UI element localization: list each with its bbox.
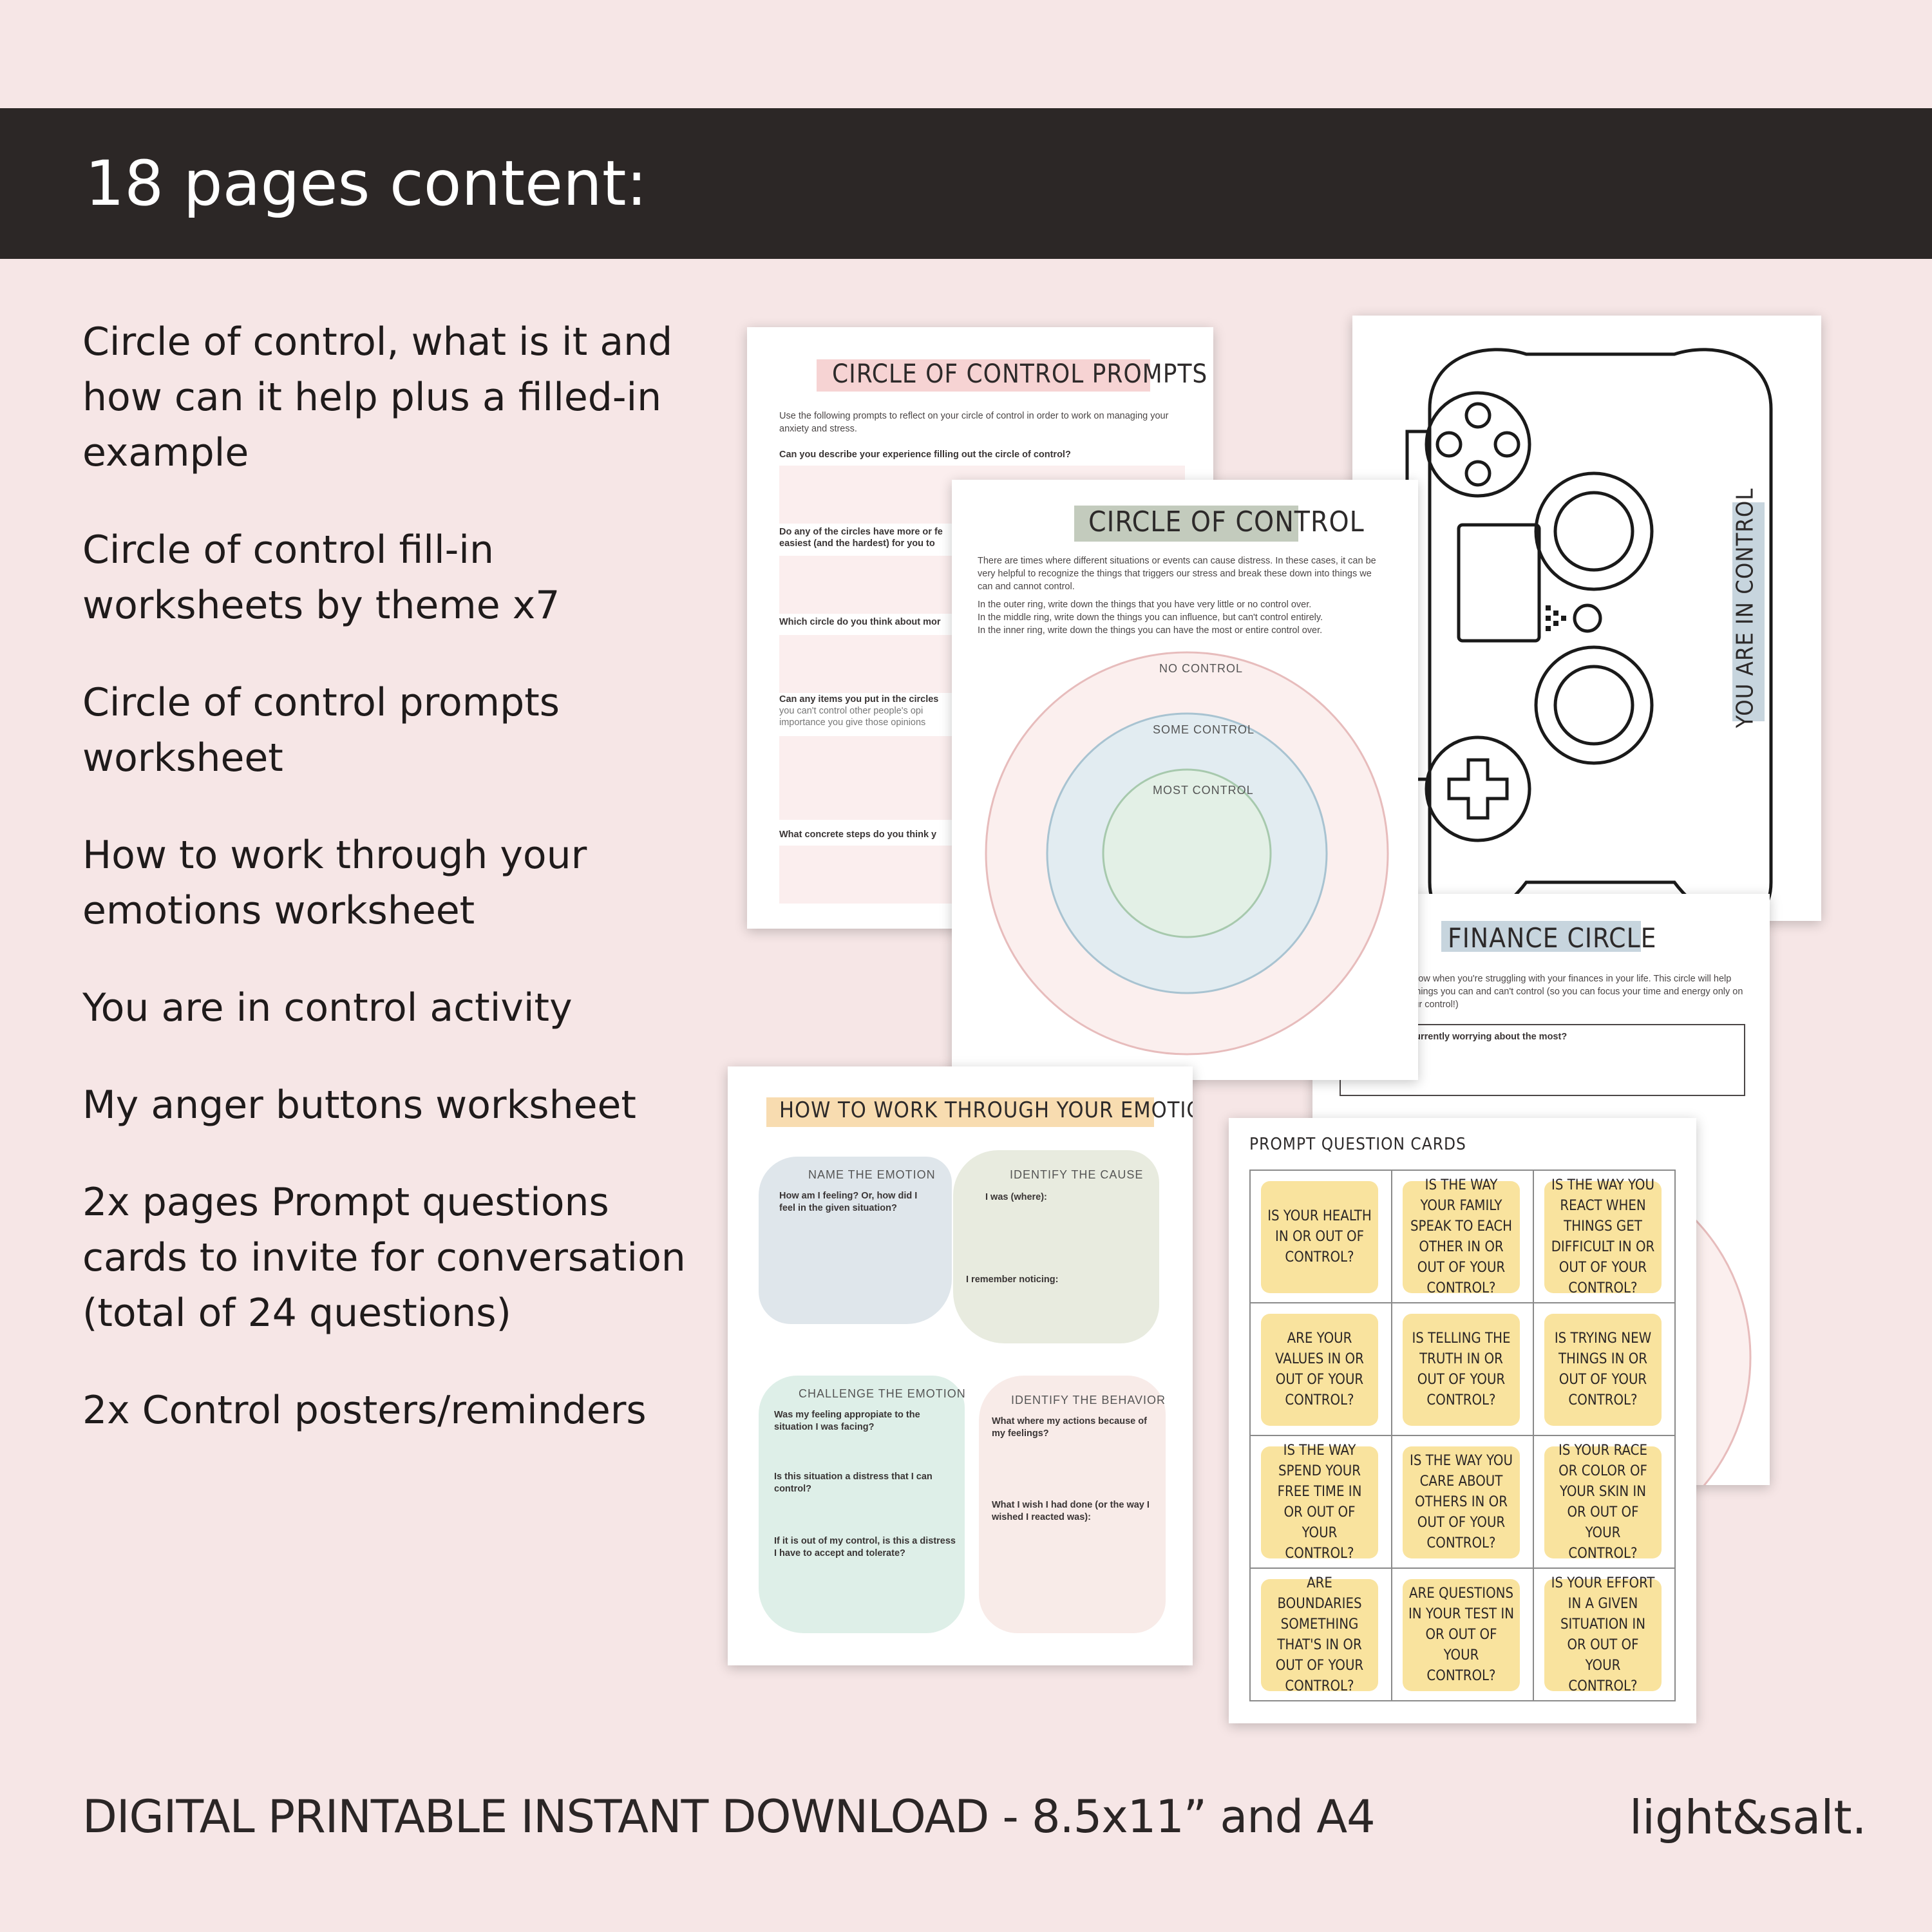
finance-title-highlight	[1441, 921, 1641, 952]
identify-behavior-title: IDENTIFY THE BEHAVIOR	[1011, 1394, 1166, 1406]
prompt-question: Do any of the circles have more or fe	[779, 527, 943, 537]
game-controller-icon	[1405, 348, 1773, 921]
grid-line	[1251, 1302, 1674, 1303]
grid-line	[1251, 1567, 1674, 1569]
identify-cause-question: I remember noticing:	[966, 1274, 1059, 1285]
prompt-card: IS YOUR HEALTH IN OR OUT OF CONTROL?	[1261, 1181, 1378, 1293]
prompt-card: ARE BOUNDARIES SOMETHING THAT'S IN OR OU…	[1261, 1575, 1378, 1694]
prompts-intro: Use the following prompts to reflect on …	[779, 411, 1169, 434]
prompt-card: IS YOUR RACE OR COLOR OF YOUR SKIN IN OR…	[1544, 1443, 1662, 1562]
behavior-question: What I wish I had done (or the way I wis…	[992, 1500, 1150, 1522]
prompt-question: Can any items you put in the circles	[779, 694, 939, 705]
contents-item: How to work through your emotions worksh…	[82, 833, 587, 933]
ring-label-inner: MOST CONTROL	[1153, 784, 1254, 797]
contents-item: You are in control activity	[82, 985, 573, 1030]
name-emotion-blob	[759, 1157, 952, 1324]
identify-cause-question: I was (where):	[985, 1192, 1047, 1202]
contents-item: Circle of control fill-in worksheets by …	[82, 527, 560, 628]
prompt-card: IS THE WAY YOU REACT WHEN THINGS GET DIF…	[1544, 1177, 1662, 1296]
inner-ring	[1102, 768, 1272, 938]
challenge-question: If it is out of my control, is this a di…	[774, 1536, 956, 1558]
prompt-card: IS TELLING THE TRUTH IN OR OUT OF YOUR C…	[1403, 1314, 1520, 1426]
name-emotion-question: How am I feeling? Or, how did I feel in …	[779, 1191, 918, 1213]
banner-title: 18 pages content:	[85, 147, 647, 220]
challenge-question: Is this situation a distress that I can …	[774, 1472, 933, 1494]
name-emotion-title: NAME THE EMOTION	[808, 1168, 936, 1181]
prompt-card: ARE YOUR VALUES IN OR OUT OF YOUR CONTRO…	[1261, 1314, 1378, 1426]
circle-of-control-page: CIRCLE OF CONTROL There are times where …	[952, 480, 1418, 1080]
identify-behavior-blob	[979, 1376, 1166, 1633]
footer-tagline: DIGITAL PRINTABLE INSTANT DOWNLOAD - 8.5…	[82, 1790, 1376, 1843]
circle-instruction: In the middle ring, write down the thing…	[978, 612, 1323, 623]
poster-page: YOU ARE IN CONTROL	[1352, 316, 1821, 921]
challenge-emotion-title: CHALLENGE THE EMOTION	[799, 1387, 966, 1400]
prompts-title-highlight	[817, 359, 1150, 392]
poster-title-highlight	[1732, 502, 1765, 721]
finance-title: FINANCE CIRCLE	[1448, 922, 1657, 954]
prompt-card: ARE QUESTIONS IN YOUR TEST IN OR OUT OF …	[1403, 1579, 1520, 1691]
challenge-emotion-blob	[759, 1376, 965, 1633]
circle-instruction: In the outer ring, write down the things…	[978, 600, 1312, 610]
ring-label-outer: NO CONTROL	[1159, 662, 1244, 675]
contents-item: Circle of control, what is it and how ca…	[82, 319, 673, 475]
emotions-title-highlight	[766, 1097, 1154, 1127]
prompt-card: IS THE WAY SPEND YOUR FREE TIME IN OR OU…	[1261, 1443, 1378, 1562]
circle-title: CIRCLE OF CONTROL	[1088, 506, 1365, 538]
header-banner: 18 pages content:	[0, 108, 1932, 259]
circle-intro: There are times where different situatio…	[978, 556, 1376, 592]
ring-label-middle: SOME CONTROL	[1153, 723, 1255, 736]
prompt-card: IS YOUR EFFORT IN A GIVEN SITUATION IN O…	[1544, 1575, 1662, 1694]
prompt-card: IS THE WAY YOUR FAMILY SPEAK TO EACH OTH…	[1403, 1177, 1520, 1296]
brand-logo: light&salt.	[1629, 1790, 1867, 1844]
prompt-question: Can you describe your experience filling…	[779, 450, 1071, 460]
circle-of-control-diagram	[985, 651, 1389, 1056]
grid-line	[1251, 1435, 1674, 1436]
identify-cause-blob	[953, 1150, 1159, 1343]
prompts-title: CIRCLE OF CONTROL PROMPTS	[832, 359, 1208, 389]
challenge-question: Was my feeling appropiate to the situati…	[774, 1410, 920, 1432]
circle-title-highlight	[1074, 506, 1298, 542]
circle-instruction: In the inner ring, write down the things…	[978, 625, 1323, 636]
contents-item: Circle of control prompts worksheet	[82, 680, 560, 781]
prompt-question: importance you give those opinions	[779, 717, 926, 728]
identify-cause-title: IDENTIFY THE CAUSE	[1010, 1168, 1144, 1181]
emotions-page: HOW TO WORK THROUGH YOUR EMOTIONS NAME T…	[728, 1066, 1193, 1665]
cards-grid: IS YOUR HEALTH IN OR OUT OF CONTROL? IS …	[1249, 1170, 1676, 1701]
prompt-card: IS THE WAY YOU CARE ABOUT OTHERS IN OR O…	[1403, 1446, 1520, 1558]
poster-title: YOU ARE IN CONTROL	[1732, 488, 1759, 728]
contents-list: Circle of control, what is it and how ca…	[82, 314, 714, 1480]
prompt-question: you can't control other people's opi	[779, 706, 923, 716]
prompt-question: easiest (and the hardest) for you to	[779, 538, 935, 549]
prompt-question: Which circle do you think about mor	[779, 617, 941, 627]
emotions-title: HOW TO WORK THROUGH YOUR EMOTIONS	[779, 1097, 1193, 1123]
prompt-cards-page: PROMPT QUESTION CARDS IS YOUR HEALTH IN …	[1229, 1118, 1696, 1723]
contents-item: 2x Control posters/reminders	[82, 1388, 647, 1433]
contents-item: My anger buttons worksheet	[82, 1083, 636, 1128]
prompt-question: What concrete steps do you think y	[779, 829, 937, 840]
prompt-card: IS TRYING NEW THINGS IN OR OUT OF YOUR C…	[1544, 1314, 1662, 1426]
behavior-question: What where my actions because of my feel…	[992, 1416, 1147, 1439]
cards-title: PROMPT QUESTION CARDS	[1249, 1135, 1466, 1154]
contents-item: 2x pages Prompt questions cards to invit…	[82, 1180, 686, 1336]
